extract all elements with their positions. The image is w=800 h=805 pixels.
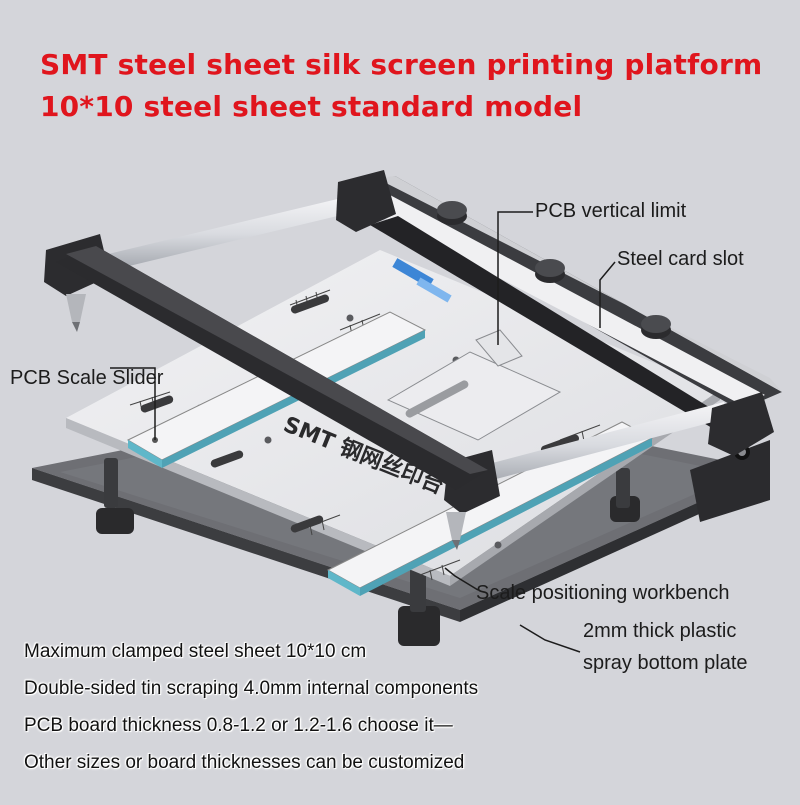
callout-scale-workbench: Scale positioning workbench <box>476 582 730 604</box>
spec-line-3: PCB board thickness 0.8-1.2 or 1.2-1.6 c… <box>24 715 453 736</box>
pcb-vertical-limit-plate <box>386 329 562 441</box>
main-frame-bar <box>56 246 488 490</box>
callout-steel-card-slot: Steel card slot <box>617 248 744 270</box>
callout-bottom-plate-line-1: 2mm thick plastic <box>583 620 737 642</box>
headline-line-1: SMT steel sheet silk screen printing pla… <box>40 48 763 81</box>
headline-line-2: 10*10 steel sheet standard model <box>40 90 583 123</box>
steel-card-slot-rail <box>350 176 782 428</box>
rubber-feet <box>96 496 640 646</box>
callout-pcb-vertical-limit: PCB vertical limit <box>535 200 687 222</box>
spec-line-1: Maximum clamped steel sheet 10*10 cm <box>24 641 367 662</box>
callout-pcb-scale-slider: PCB Scale Slider <box>10 367 164 389</box>
spec-line-2: Double-sided tin scraping 4.0mm internal… <box>24 678 479 699</box>
callout-bottom-plate-line-2: spray bottom plate <box>583 652 748 674</box>
frame-tips <box>66 294 466 550</box>
leader-lines <box>110 211 616 653</box>
guide-rods <box>100 196 728 488</box>
adjustment-knobs <box>437 201 671 339</box>
spec-line-4: Other sizes or board thicknesses can be … <box>24 752 465 773</box>
